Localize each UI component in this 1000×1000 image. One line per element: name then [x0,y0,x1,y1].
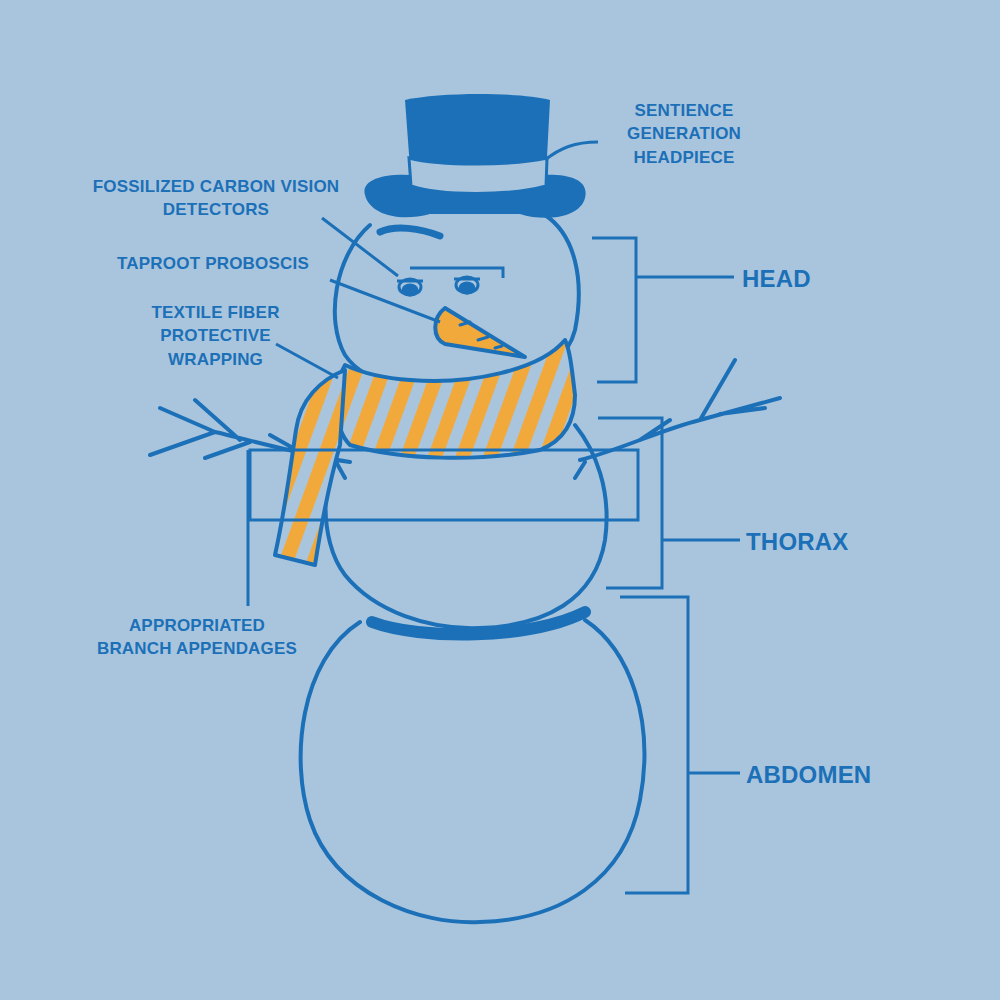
part-label: TEXTILE FIBER PROTECTIVE WRAPPING [128,301,303,371]
hat-shadow [380,228,440,236]
part-label: FOSSILIZED CARBON VISION DETECTORS [85,175,347,222]
abdomen-ball [301,620,645,922]
proboscis-leader [330,280,440,322]
carrot-lines [460,322,502,348]
vision-leader [322,218,398,276]
part-label: SENTIENCE GENERATION HEADPIECE [598,99,770,169]
abdomen-bracket [620,597,740,893]
right-pupil [460,283,474,293]
thorax-bracket [598,418,740,588]
part-label: APPROPRIATED BRANCH APPENDAGES [92,614,302,661]
region-label: THORAX [746,525,849,558]
head-bracket [592,238,734,382]
eyelids [397,279,480,281]
scarf [336,340,575,458]
part-label: TAPROOT PROBOSCIS [88,252,338,275]
carrot-nose [435,308,525,357]
hat-band [409,158,547,194]
left-pupil [403,285,417,295]
vision-bracket [410,268,503,278]
region-label: HEAD [742,262,811,295]
region-label: ABDOMEN [746,758,871,791]
scarf-tail [275,370,345,565]
headpiece-leader [545,142,598,160]
hat-crown [405,94,550,203]
wrapping-leader [276,344,338,378]
appendage-box [248,450,638,606]
